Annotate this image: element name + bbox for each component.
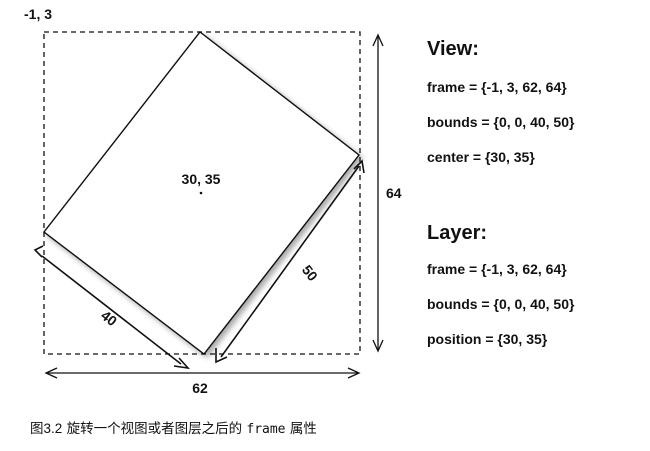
caption-code: frame xyxy=(246,422,286,437)
layer-position-value: position = {30, 35} xyxy=(427,331,548,347)
width-arrow xyxy=(44,367,361,379)
side-40-label: 40 xyxy=(98,307,120,329)
view-frame-value: frame = {-1, 3, 62, 64} xyxy=(427,79,567,95)
layer-heading: Layer: xyxy=(427,222,488,244)
width-label: 62 xyxy=(192,380,208,396)
properties-panel: View: frame = {-1, 3, 62, 64} bounds = {… xyxy=(427,36,642,348)
layer-frame-value: frame = {-1, 3, 62, 64} xyxy=(427,261,567,277)
side-40-arrow xyxy=(33,245,191,370)
frame-bounding-box xyxy=(43,31,361,355)
origin-label: -1, 3 xyxy=(24,6,52,22)
figure-number: 图3.2 xyxy=(30,421,63,436)
view-heading: View: xyxy=(427,38,479,60)
figure-caption: 图3.2 旋转一个视图或者图层之后的 frame 属性 xyxy=(30,417,317,437)
height-label: 64 xyxy=(386,185,402,201)
view-bounds-value: bounds = {0, 0, 40, 50} xyxy=(427,114,575,130)
caption-text-before: 旋转一个视图或者图层之后的 xyxy=(66,421,243,437)
side-50-label: 50 xyxy=(299,262,321,284)
height-arrow xyxy=(372,33,384,353)
side-50-arrow xyxy=(215,159,365,364)
layer-bounds-value: bounds = {0, 0, 40, 50} xyxy=(427,296,575,312)
view-center-value: center = {30, 35} xyxy=(427,149,535,165)
center-dot xyxy=(199,191,203,195)
caption-text-after: 属性 xyxy=(289,421,317,437)
center-label: 30, 35 xyxy=(182,171,221,187)
